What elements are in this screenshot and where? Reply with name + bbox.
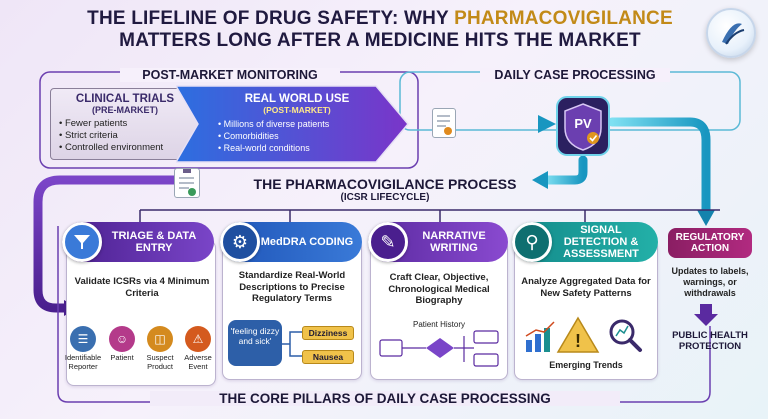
- cyan-pipe-arrowhead-left: [532, 171, 548, 189]
- list-item: • Real-world conditions: [218, 143, 310, 153]
- list-item: • Fewer patients: [59, 118, 128, 129]
- post-market-header: POST-MARKET MONITORING: [120, 68, 340, 82]
- core-pillars-title: THE CORE PILLARS OF DAILY CASE PROCESSIN…: [150, 391, 620, 406]
- regulatory-action-badge: REGULATORY ACTION: [668, 228, 752, 258]
- meddra-connector: [282, 331, 302, 357]
- cyan-pipe-arrowhead-right: [538, 115, 556, 133]
- meddra-term: Nausea: [302, 350, 354, 364]
- cyan-pipe-arrowhead-down: [697, 210, 715, 226]
- pen-icon: ✎: [368, 222, 408, 262]
- narrative-header: ✎ NARRATIVE WRITING: [368, 222, 508, 262]
- list-item: • Millions of diverse patients: [218, 119, 330, 129]
- cyan-pipe-left: [540, 155, 588, 185]
- real-world-list: • Millions of diverse patients • Comorbi…: [218, 118, 388, 154]
- narrative-desc: Craft Clear, Objective, Chronological Me…: [388, 272, 490, 306]
- meddra-term: Dizziness: [302, 326, 354, 340]
- signal-caption: Emerging Trends: [549, 360, 623, 370]
- warning-icon: ⚠: [185, 326, 211, 352]
- page-title: THE LIFELINE OF DRUG SAFETY: WHY PHARMAC…: [60, 8, 700, 52]
- real-world-title: REAL WORLD USE: [244, 93, 350, 105]
- criteria-item: ⚠ Adverse Event: [180, 326, 216, 371]
- process-sub: (ICSR LIFECYCLE): [340, 192, 430, 203]
- triage-desc: Validate ICSRs via 4 Minimum Criteria: [74, 276, 210, 299]
- list-item: • Strict criteria: [59, 130, 118, 141]
- regulatory-down-arrow: [694, 304, 718, 326]
- list-item: • Comorbidities: [218, 131, 279, 141]
- flow-label: Patient History: [412, 320, 466, 329]
- title-line2: MATTERS LONG AFTER A MEDICINE HITS THE M…: [119, 30, 641, 51]
- clinical-trials-box: CLINICAL TRIALS (PRE-MARKET) • Fewer pat…: [50, 88, 200, 160]
- clipboard-icon: [174, 168, 200, 198]
- public-health-label: PUBLIC HEALTH PROTECTION: [672, 330, 748, 352]
- quote-bubble: 'feeling dizzy and sick': [228, 320, 282, 366]
- triage-header: TRIAGE & DATA ENTRY: [62, 222, 214, 262]
- signal-header: ⚲ SIGNAL DETECTION & ASSESSMENT: [512, 222, 658, 262]
- narrative-label: NARRATIVE WRITING: [422, 230, 486, 254]
- clinical-trials-sub: (PRE-MARKET): [92, 105, 158, 115]
- daily-processing-header: DAILY CASE PROCESSING: [480, 68, 670, 82]
- svg-text:!: !: [575, 331, 581, 351]
- real-world-arrow: [176, 85, 409, 163]
- magnifier-chart-icon: ⚲: [512, 222, 552, 262]
- criteria-item: ☰ Identifiable Reporter: [64, 326, 102, 371]
- gear-icon: ⚙: [220, 222, 260, 262]
- document-icon: [432, 108, 456, 138]
- pv-shield-icon: [556, 96, 610, 156]
- cyan-pipe-right: [607, 117, 711, 217]
- pv-label: PV: [574, 116, 592, 131]
- signal-desc: Analyze Aggregated Data for New Safety P…: [521, 276, 651, 299]
- title-part1: THE LIFELINE OF DRUG SAFETY: WHY: [87, 8, 455, 29]
- criteria-item: ☺ Patient: [104, 326, 140, 371]
- clinical-trials-title: CLINICAL TRIALS: [75, 93, 175, 105]
- criteria-row: ☰ Identifiable Reporter ☺ Patient ◫ Susp…: [64, 326, 216, 371]
- triage-label: TRIAGE & DATA ENTRY: [111, 230, 197, 254]
- criteria-item: ◫ Suspect Product: [142, 326, 178, 371]
- narrative-flowchart: [379, 330, 499, 367]
- funnel-icon: [62, 222, 102, 262]
- title-part2: PHARMACOVIGILANCE: [454, 8, 673, 29]
- clinical-trials-list: • Fewer patients • Strict criteria • Con…: [59, 118, 191, 154]
- meddra-label: MedDRA CODING: [260, 236, 354, 248]
- meddra-desc: Standardize Real-World Descriptions to P…: [238, 270, 346, 304]
- real-world-sub: (POST-MARKET): [263, 105, 331, 115]
- logo-icon: [706, 8, 756, 58]
- purple-pipe: [33, 175, 180, 313]
- trends-graphic: !: [525, 316, 642, 353]
- process-title: THE PHARMACOVIGILANCE PROCESS: [253, 176, 517, 192]
- patient-icon: ☺: [109, 326, 135, 352]
- regulatory-desc: Updates to labels, warnings, or withdraw…: [671, 266, 749, 298]
- meddra-header: ⚙ MedDRA CODING: [220, 222, 362, 262]
- signal-label: SIGNAL DETECTION & ASSESSMENT: [563, 224, 639, 260]
- list-item: • Controlled environment: [59, 142, 164, 153]
- triage-card: [66, 240, 216, 386]
- product-icon: ◫: [147, 326, 173, 352]
- reporter-icon: ☰: [70, 326, 96, 352]
